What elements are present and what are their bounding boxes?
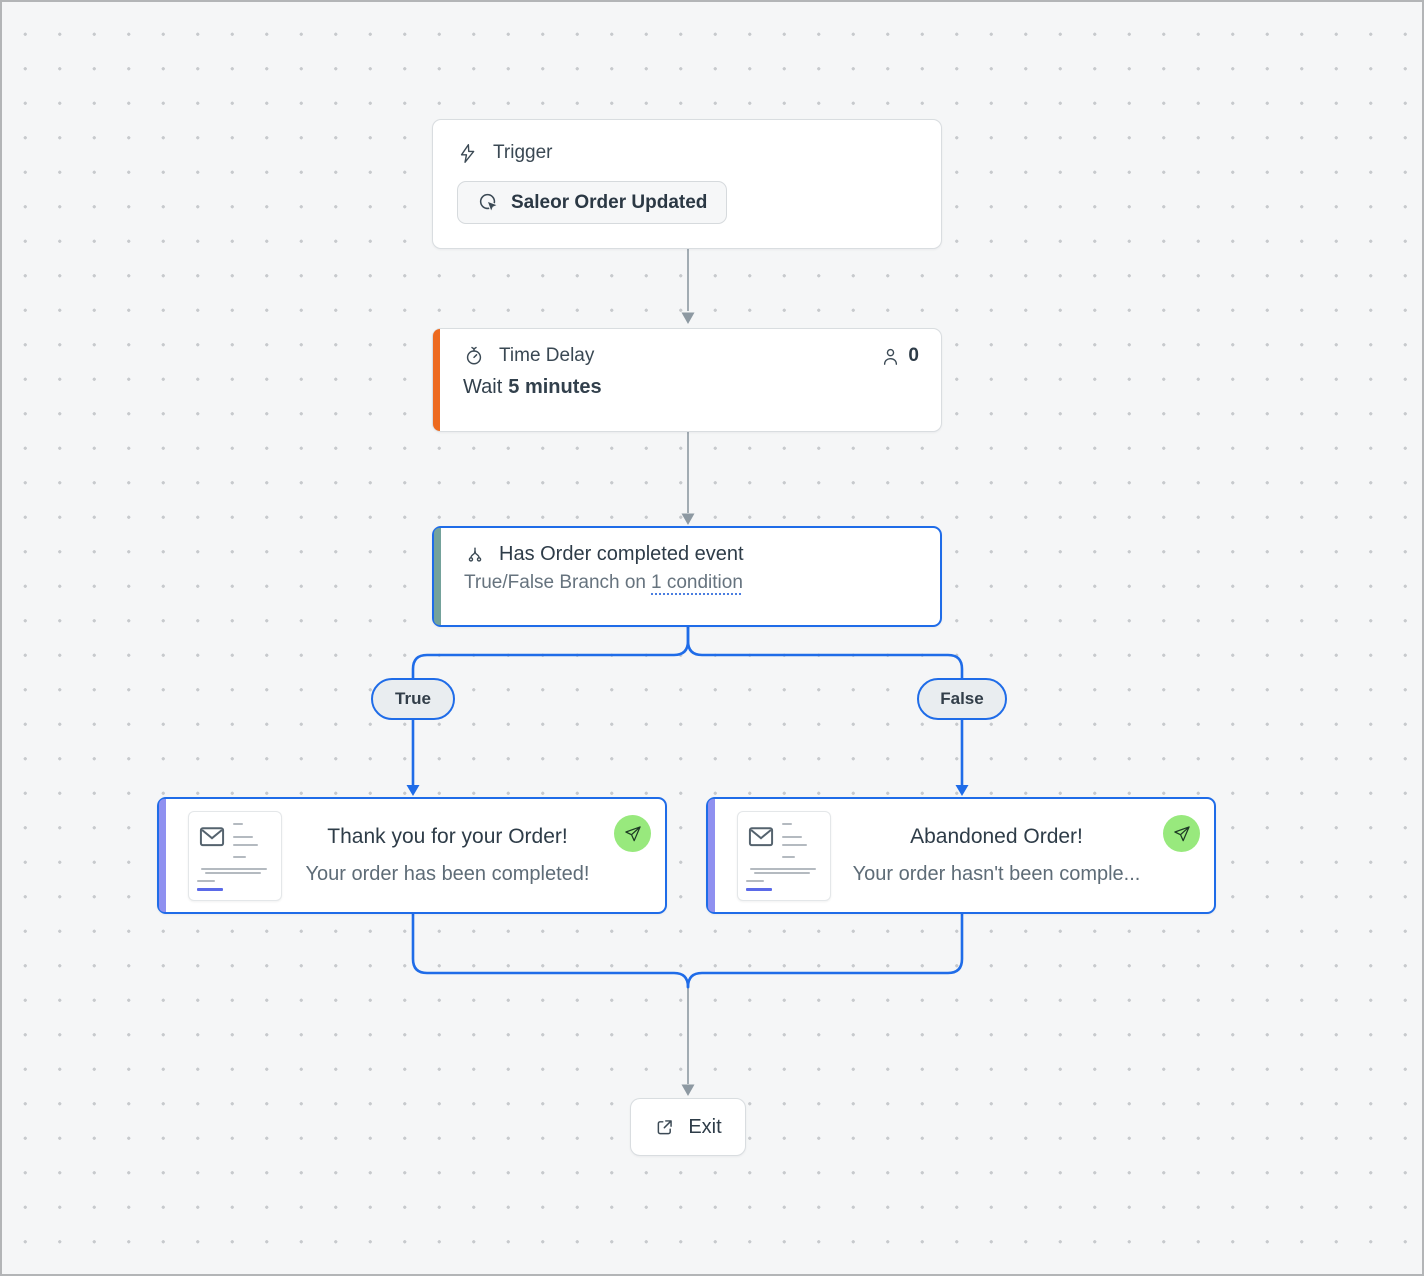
email-accent-bar xyxy=(708,799,715,912)
email-text-block: Thank you for your Order! Your order has… xyxy=(282,825,647,886)
edge-branch-blue xyxy=(411,625,964,989)
email-node-true[interactable]: Thank you for your Order! Your order has… xyxy=(157,797,667,914)
email-node-false[interactable]: Abandoned Order! Your order hasn't been … xyxy=(706,797,1216,914)
condition-count-link[interactable]: 1 condition xyxy=(651,572,743,593)
delay-accent-bar xyxy=(433,329,440,431)
email-subtitle: Your order hasn't been comple... xyxy=(852,863,1141,885)
false-branch-pill: False xyxy=(917,678,1007,720)
email-text-block: Abandoned Order! Your order hasn't been … xyxy=(831,825,1196,886)
email-accent-bar xyxy=(159,799,166,912)
enrolled-count: 0 xyxy=(908,345,919,366)
external-link-icon xyxy=(654,1117,675,1138)
envelope-icon xyxy=(198,825,226,849)
condition-title: Has Order completed event xyxy=(499,543,744,565)
send-status-badge xyxy=(614,815,651,852)
email-subtitle: Your order has been completed! xyxy=(305,863,590,885)
paper-plane-icon xyxy=(1172,824,1192,844)
lightning-bolt-icon xyxy=(457,143,478,164)
trigger-node[interactable]: Trigger Saleor Order Updated xyxy=(432,119,942,249)
envelope-icon xyxy=(747,825,775,849)
true-branch-pill: True xyxy=(371,678,455,720)
trigger-event-label: Saleor Order Updated xyxy=(511,191,708,213)
trigger-title: Trigger xyxy=(493,142,553,163)
send-status-badge xyxy=(1163,815,1200,852)
cursor-click-icon xyxy=(477,191,500,214)
branch-split-icon xyxy=(464,544,486,566)
email-title: Thank you for your Order! xyxy=(327,825,568,848)
edge-arrowheads-blue xyxy=(406,785,969,796)
email-title: Abandoned Order! xyxy=(910,825,1083,848)
condition-node[interactable]: Has Order completed event True/False Bra… xyxy=(432,526,942,627)
edge-arrowheads-gray xyxy=(681,312,695,1096)
stopwatch-icon xyxy=(463,345,485,367)
person-icon xyxy=(880,346,901,367)
exit-node[interactable]: Exit xyxy=(630,1098,746,1156)
condition-accent-bar xyxy=(434,528,441,625)
exit-label: Exit xyxy=(688,1115,722,1138)
paper-plane-icon xyxy=(623,824,643,844)
email-thumbnail xyxy=(188,810,282,901)
email-thumbnail xyxy=(737,810,831,901)
time-delay-title: Time Delay xyxy=(499,345,595,366)
enrolled-count-wrap: 0 xyxy=(880,345,919,367)
trigger-event-button[interactable]: Saleor Order Updated xyxy=(457,181,728,224)
